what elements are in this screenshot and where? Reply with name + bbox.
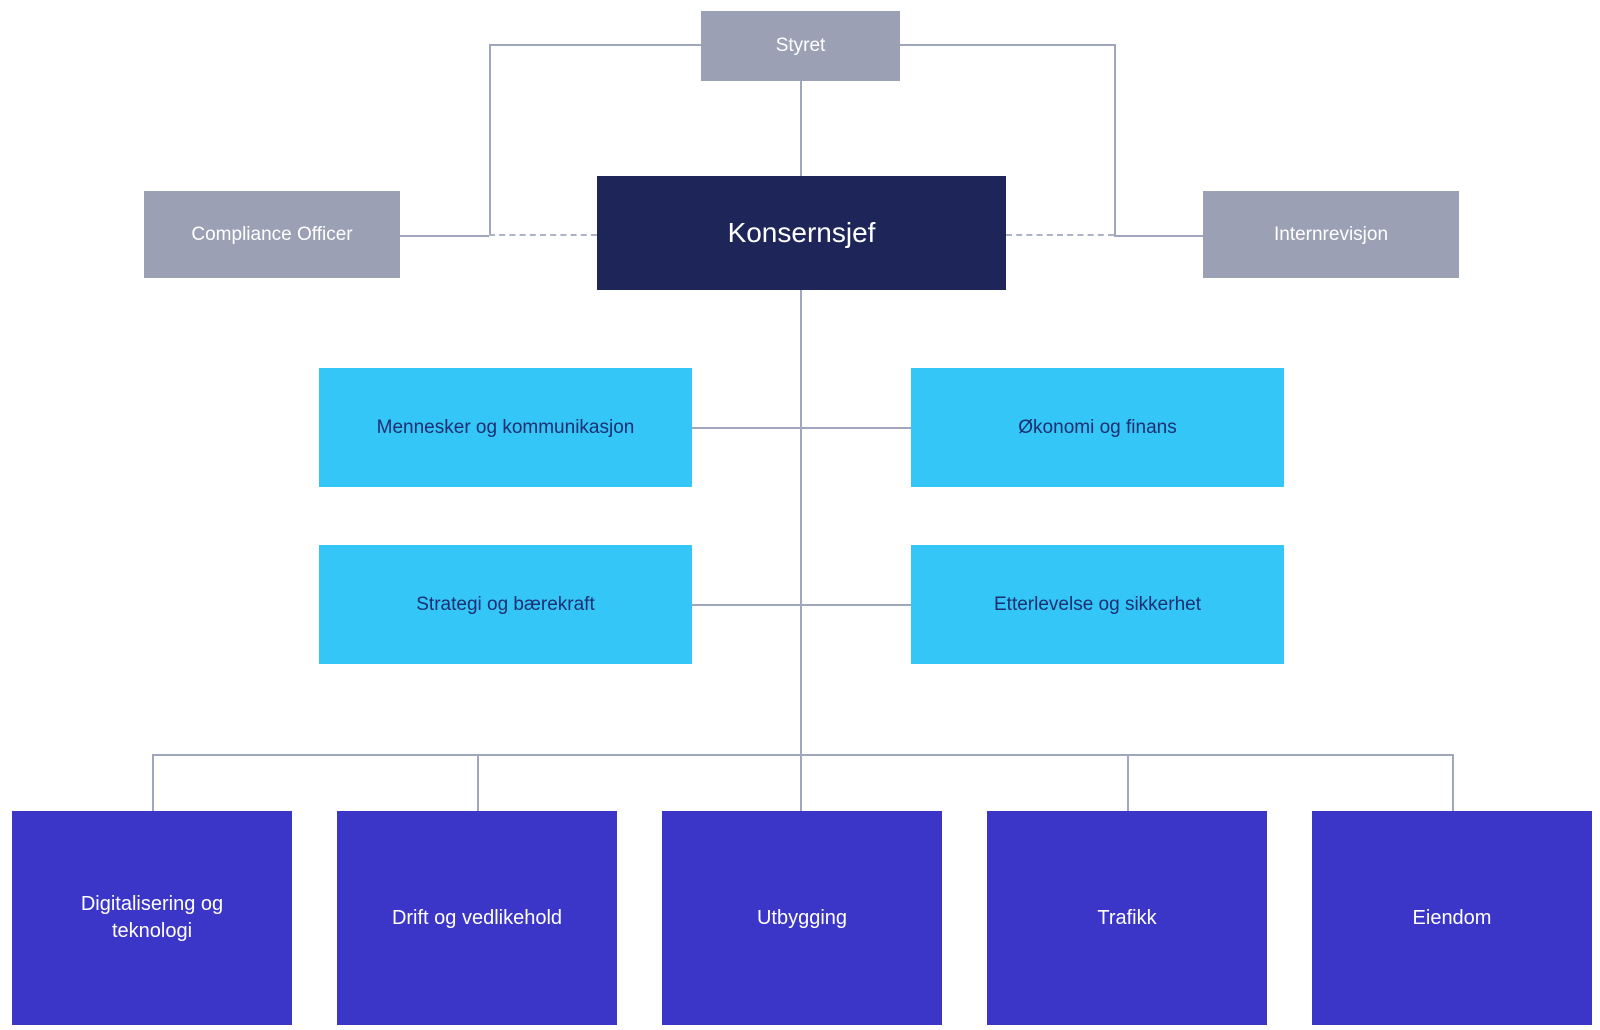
connector-stub-digitalisering	[152, 754, 154, 811]
styret-label: Styret	[775, 35, 826, 56]
okonomi-og-finans-label: Økonomi og finans	[1018, 416, 1177, 438]
mennesker-og-kommunikasjon-label: Mennesker og kommunikasjon	[376, 416, 635, 438]
connector-ceo-trunk	[800, 290, 802, 811]
connector-board-left-horizontal	[489, 44, 701, 46]
connector-internal-audit-solid	[1114, 235, 1203, 237]
digitalisering-og-teknologi-label: Digitalisering og teknologi	[80, 893, 224, 942]
box-styret: Styret	[701, 11, 900, 81]
internrevisjon-label: Internrevisjon	[1273, 223, 1389, 245]
box-mennesker-og-kommunikasjon: Mennesker og kommunikasjon	[319, 368, 692, 487]
konsernsjef-label: Konsernsjef	[727, 217, 876, 248]
connector-board-left-vertical	[489, 44, 491, 236]
connector-stub-eiendom	[1452, 754, 1454, 811]
connector-board-right-vertical	[1114, 44, 1116, 236]
box-etterlevelse-og-sikkerhet: Etterlevelse og sikkerhet	[911, 545, 1284, 664]
box-konsernsjef: Konsernsjef	[597, 176, 1006, 290]
drift-og-vedlikehold-label: Drift og vedlikehold	[391, 906, 563, 929]
box-utbygging: Utbygging	[662, 811, 942, 1025]
connector-staff-row2	[692, 604, 911, 606]
box-internrevisjon: Internrevisjon	[1203, 191, 1459, 278]
eiendom-label: Eiendom	[1412, 906, 1492, 929]
connector-internal-audit-dashed	[1006, 234, 1114, 236]
trafikk-label: Trafikk	[1097, 906, 1157, 929]
connector-stub-drift	[477, 754, 479, 811]
box-okonomi-og-finans: Økonomi og finans	[911, 368, 1284, 487]
connector-board-right-horizontal	[900, 44, 1115, 46]
utbygging-label: Utbygging	[756, 906, 848, 929]
box-strategi-og-baerekraft: Strategi og bærekraft	[319, 545, 692, 664]
box-drift-og-vedlikehold: Drift og vedlikehold	[337, 811, 617, 1025]
box-compliance-officer: Compliance Officer	[144, 191, 400, 278]
compliance-officer-label: Compliance Officer	[191, 223, 353, 245]
connector-staff-row1	[692, 427, 911, 429]
connector-board-to-ceo	[800, 81, 802, 176]
connector-compliance-dashed	[489, 234, 597, 236]
connector-stub-trafikk	[1127, 754, 1129, 811]
box-trafikk: Trafikk	[987, 811, 1267, 1025]
connector-compliance-solid	[400, 235, 489, 237]
connector-divisions-distribution	[152, 754, 1453, 756]
strategi-og-baerekraft-label: Strategi og bærekraft	[416, 593, 595, 615]
box-digitalisering-og-teknologi: Digitalisering og teknologi	[12, 811, 292, 1025]
etterlevelse-og-sikkerhet-label: Etterlevelse og sikkerhet	[994, 593, 1201, 615]
box-eiendom: Eiendom	[1312, 811, 1592, 1025]
